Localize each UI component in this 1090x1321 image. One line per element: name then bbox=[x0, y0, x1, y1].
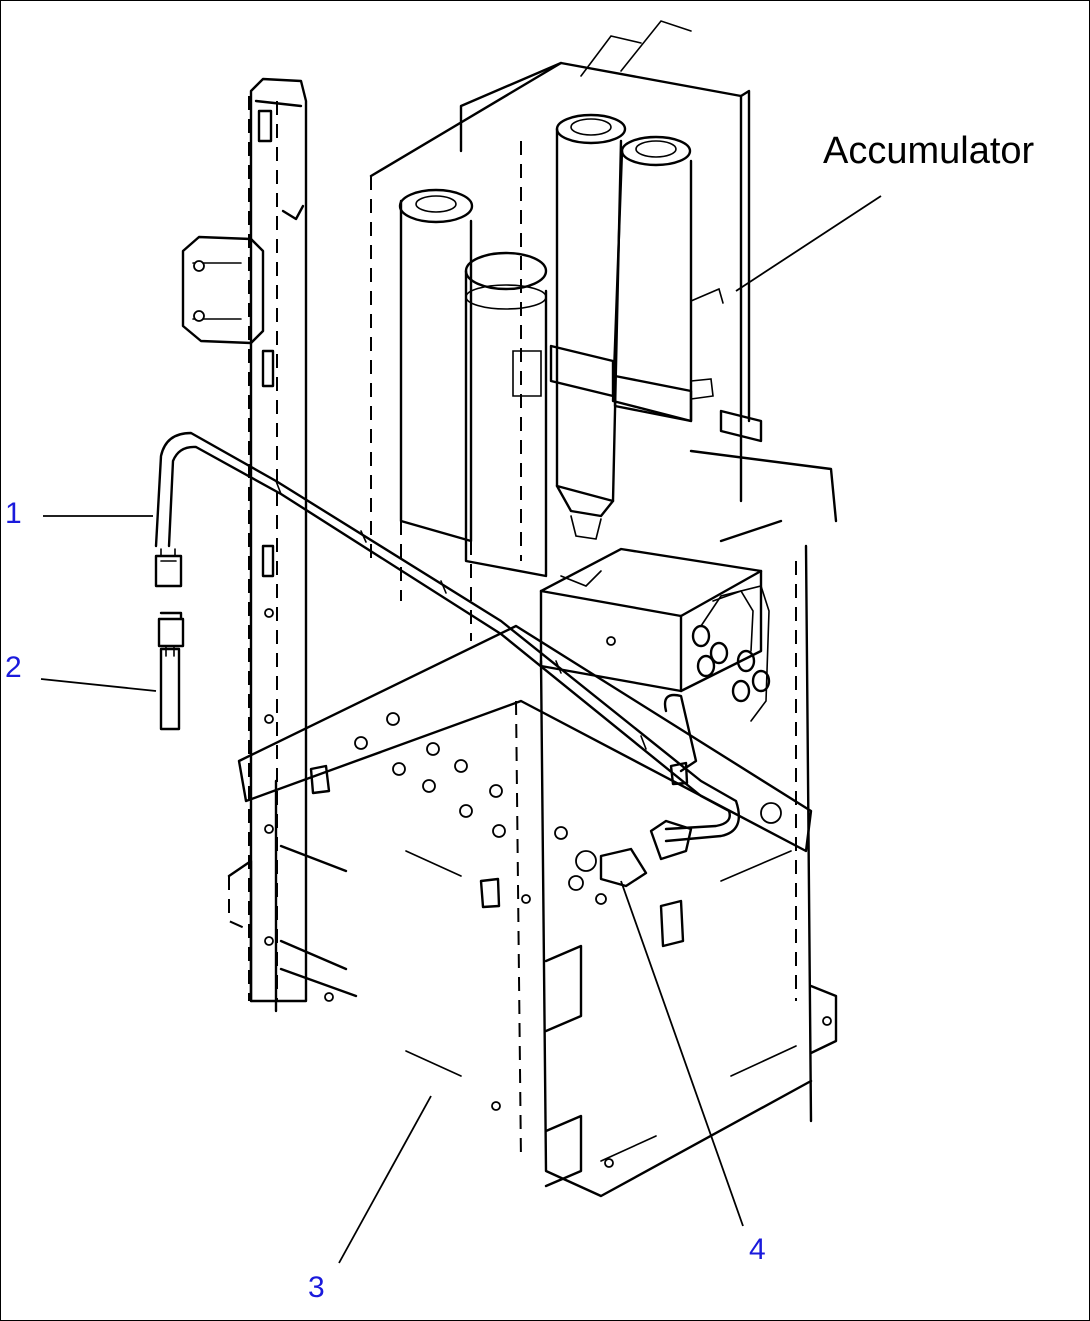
left-frame-rail bbox=[248, 77, 308, 1003]
pressure-sensor bbox=[568, 819, 693, 905]
valve-manifold-block bbox=[539, 547, 763, 693]
callout-3: 3 bbox=[308, 1271, 325, 1304]
callout-1: 1 bbox=[5, 497, 22, 530]
leader-line-3 bbox=[338, 1095, 432, 1264]
filter-canister-middle bbox=[464, 251, 548, 578]
manifold-connectors bbox=[691, 585, 771, 722]
lower-base-plate bbox=[237, 624, 813, 909]
lower-frame-body bbox=[227, 659, 838, 1198]
leader-line-2 bbox=[40, 678, 157, 692]
callout-4: 4 bbox=[749, 1233, 766, 1266]
leader-line-4 bbox=[620, 880, 744, 1227]
callout-accumulator: Accumulator bbox=[823, 130, 1035, 172]
harness-connector-plug bbox=[154, 548, 183, 588]
sensor-connector bbox=[157, 611, 185, 731]
side-bracket bbox=[181, 235, 265, 345]
right-frame bbox=[689, 89, 838, 1123]
callout-2: 2 bbox=[5, 651, 22, 684]
accumulator-cylinder-rear bbox=[611, 135, 724, 423]
accumulator-cylinder-front bbox=[549, 113, 627, 540]
filter-canister-left bbox=[398, 188, 474, 641]
leader-lines bbox=[40, 195, 882, 1264]
leader-line-accumulator bbox=[735, 195, 882, 292]
